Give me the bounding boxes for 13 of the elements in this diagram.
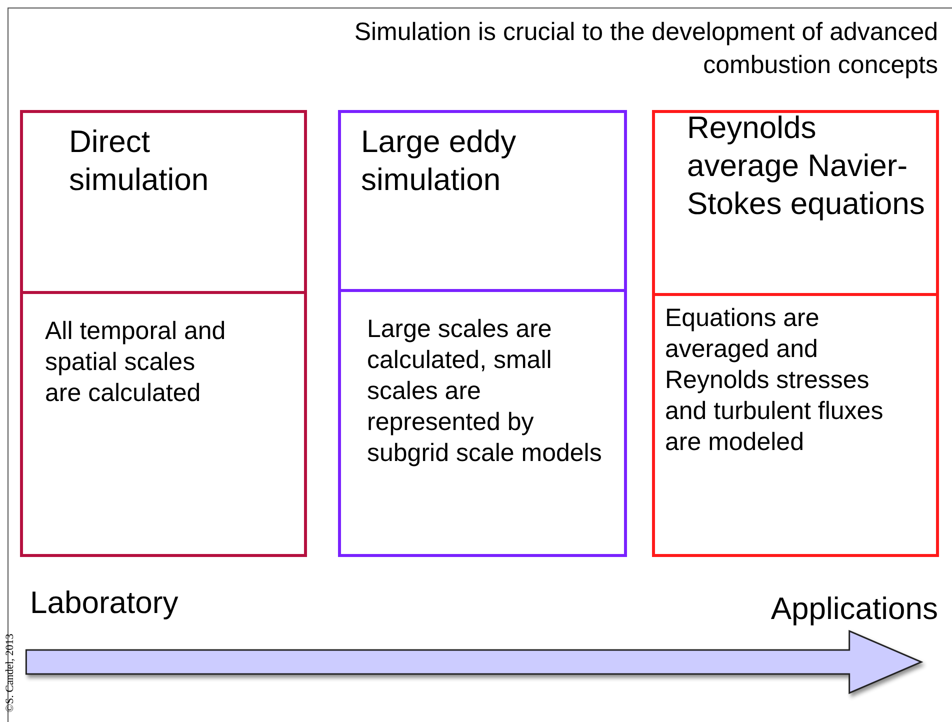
panel-description: Large scales are calculated, small scales are represented by subgrid scale models	[367, 314, 603, 469]
label: Laboratory	[30, 584, 178, 622]
model-panel	[652, 110, 939, 557]
model-panel	[20, 110, 307, 557]
copyright-note: ©S. Candel, 2013	[3, 632, 17, 714]
panel-description: Equations are averaged and Reynolds stresses and turbulent fluxes are modeled	[665, 303, 884, 458]
title: Simulation is crucial to the development of advanced combustion concepts	[353, 17, 938, 81]
panel-description: All temporal and spatial scales are calculated	[45, 316, 227, 409]
panel-heading: Direct simulation	[69, 123, 210, 199]
model-panel	[338, 110, 627, 557]
panel-heading: Reynolds average Navier-Stokes equations	[687, 109, 926, 223]
label: Applications	[770, 590, 938, 628]
panel-heading: Large eddy simulation	[361, 123, 518, 199]
